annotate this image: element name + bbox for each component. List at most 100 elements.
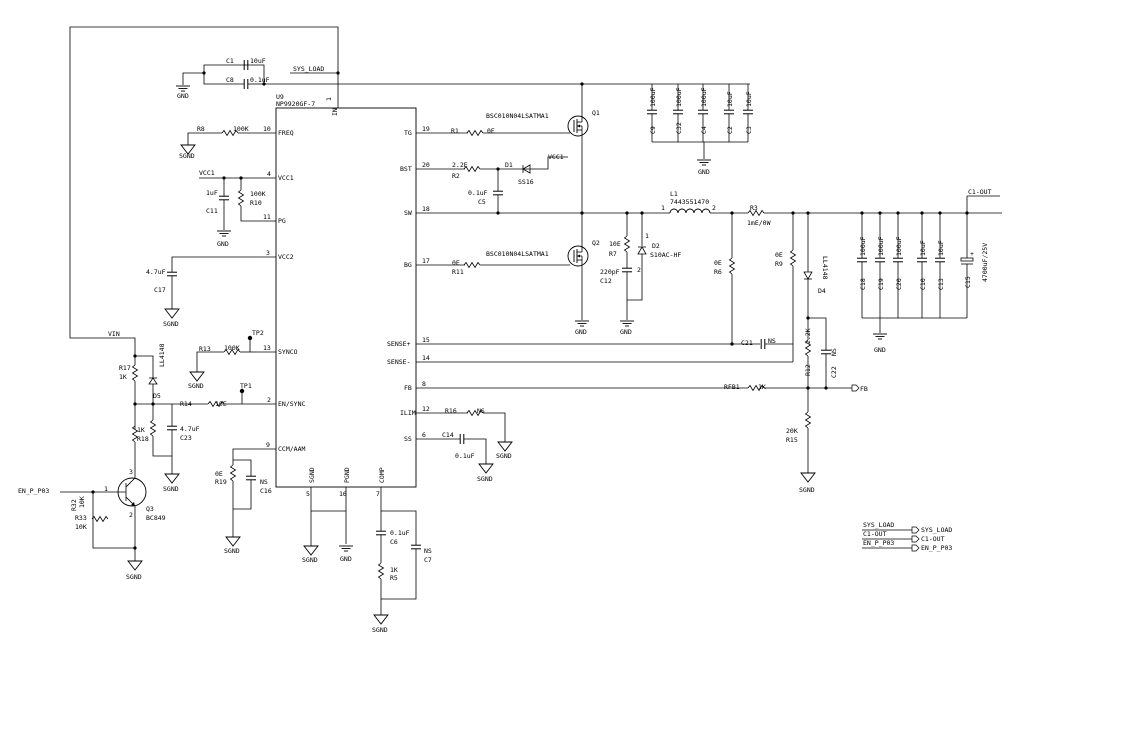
q3-value: BC849 xyxy=(146,514,166,522)
q3-pin1: 1 xyxy=(104,485,108,493)
r1-value: 0E xyxy=(487,127,495,135)
r15-ref: R15 xyxy=(786,436,798,444)
pin-num: 10 xyxy=(263,125,271,133)
q1-value: BSC010N04LSATMA1 xyxy=(486,112,549,120)
c15-ref: C15 xyxy=(964,276,972,288)
r17-value: 1K xyxy=(119,373,127,381)
r6-value: 0E xyxy=(714,259,722,267)
c9-ref: C9 xyxy=(649,126,657,134)
synco-network: R13 100K SGND TP2 xyxy=(188,329,264,390)
c20-ref: C20 xyxy=(895,278,903,290)
pin-num: 7 xyxy=(376,490,380,498)
c2-value: 10uF xyxy=(726,91,734,107)
pin-name: PGND xyxy=(343,467,351,483)
r12-ref: R12 xyxy=(804,364,812,376)
vcc2-network: 4.7uF C17 SGND xyxy=(146,256,256,328)
net-sgnd: SGND xyxy=(302,556,318,564)
c21-ref: C21 xyxy=(741,339,753,347)
net-gnd: GND xyxy=(217,240,229,248)
pin-name: BST xyxy=(400,165,412,173)
pin-num: 14 xyxy=(422,354,430,362)
ic-pin-in-name: IN xyxy=(331,108,339,116)
net-sys-load: SYS_LOAD xyxy=(293,65,324,73)
r16-ref: R16 xyxy=(445,407,457,415)
r11-ref: R11 xyxy=(452,268,464,276)
net-vcc1: VCC1 xyxy=(199,169,215,177)
d2-pin2: 2 xyxy=(637,266,641,274)
c1-ref: C1 xyxy=(226,57,234,65)
net-sgnd: SGND xyxy=(477,475,493,483)
q3-pin2: 2 xyxy=(129,511,133,519)
pin-name: SGND xyxy=(308,467,316,483)
pin-num: 6 xyxy=(422,431,426,439)
pin-name: BG xyxy=(404,261,412,269)
c13-ref: C13 xyxy=(937,278,945,290)
ccm-network: 0E R19 NS C16 SGND xyxy=(215,448,272,555)
r8-ref: R8 xyxy=(197,125,205,133)
r10-value: 100K xyxy=(250,190,266,198)
c23-value: 4.7uF xyxy=(180,425,200,433)
pin-num: 9 xyxy=(266,441,270,449)
r5-ref: R5 xyxy=(390,574,398,582)
r18-value: 1K xyxy=(137,426,145,434)
pin-num: 11 xyxy=(263,213,271,221)
rfb1-ref: RFB1 xyxy=(724,383,740,391)
pin-num: 3 xyxy=(266,249,270,257)
ic-part: NP9920GF-7 xyxy=(276,100,315,108)
net-en: EN_P_P03 xyxy=(18,487,49,495)
r32-value: 10K xyxy=(78,496,86,508)
r5-value: 1K xyxy=(390,566,398,574)
net-sgnd: SGND xyxy=(496,452,512,460)
c10-ref: C10 xyxy=(919,278,927,290)
c18-value: 100uF xyxy=(859,236,867,256)
output-cap-bank: + GND C1-OUT 100uF C18 100uF C19 100uF C… xyxy=(856,188,1000,354)
pin-name: COMP xyxy=(378,467,386,483)
c14-value: 0.1uF xyxy=(455,452,475,460)
r3-value: 1mE/0W xyxy=(747,219,771,227)
pin-name: VCC2 xyxy=(278,253,294,261)
tp1-ref: TP1 xyxy=(240,382,252,390)
r7-value: 10E xyxy=(609,240,621,248)
input-section: VIN SYS_LOAD C1 10uF C8 0.1uF GND xyxy=(69,26,750,356)
r15-value: 20K xyxy=(786,427,798,435)
c15-polarity: + xyxy=(970,250,974,258)
r33-ref: R33 xyxy=(75,514,87,522)
c11-value: 1uF xyxy=(206,189,218,197)
r9-ref: R9 xyxy=(775,260,783,268)
c22-ref: C22 xyxy=(830,366,838,378)
c8-ref: C8 xyxy=(226,76,234,84)
r14-value: 10E xyxy=(215,400,227,408)
c23-ref: C23 xyxy=(180,434,192,442)
port-sys-load-label: SYS_LOAD xyxy=(921,526,952,534)
net-sgnd: SGND xyxy=(179,152,195,160)
pin-name: PG xyxy=(278,217,286,225)
net-vcc1: VCC1 xyxy=(548,153,564,161)
pin-num: 4 xyxy=(267,170,271,178)
c18-ref: C18 xyxy=(859,278,867,290)
pin-num: 16 xyxy=(339,490,347,498)
net-gnd: GND xyxy=(620,328,632,336)
r2-ref: R2 xyxy=(452,172,460,180)
c5-ref: C5 xyxy=(478,198,486,206)
c1-value: 10uF xyxy=(250,57,266,65)
port-en-label: EN_P_P03 xyxy=(921,544,952,552)
pin-num: 13 xyxy=(263,344,271,352)
pin-num: 12 xyxy=(422,405,430,413)
r10-ref: R10 xyxy=(250,199,262,207)
r11-value: 0E xyxy=(452,259,460,267)
tp2-ref: TP2 xyxy=(252,329,264,337)
l1-pin1: 1 xyxy=(661,204,665,212)
c4-ref: C4 xyxy=(700,126,708,134)
c17-ref: C17 xyxy=(154,286,166,294)
r18-ref: R18 xyxy=(137,435,149,443)
d2-ref: D2 xyxy=(652,242,660,250)
net-sgnd: SGND xyxy=(188,382,204,390)
ic-pin-num: 1 xyxy=(325,97,333,101)
net-sgnd: SGND xyxy=(163,485,179,493)
pin-name: ILIM xyxy=(400,409,416,417)
pin-name: FB xyxy=(404,384,412,392)
pin-name: SENSE+ xyxy=(387,340,411,348)
c2-ref: C2 xyxy=(726,126,734,134)
ic-ref: U9 xyxy=(276,93,284,101)
